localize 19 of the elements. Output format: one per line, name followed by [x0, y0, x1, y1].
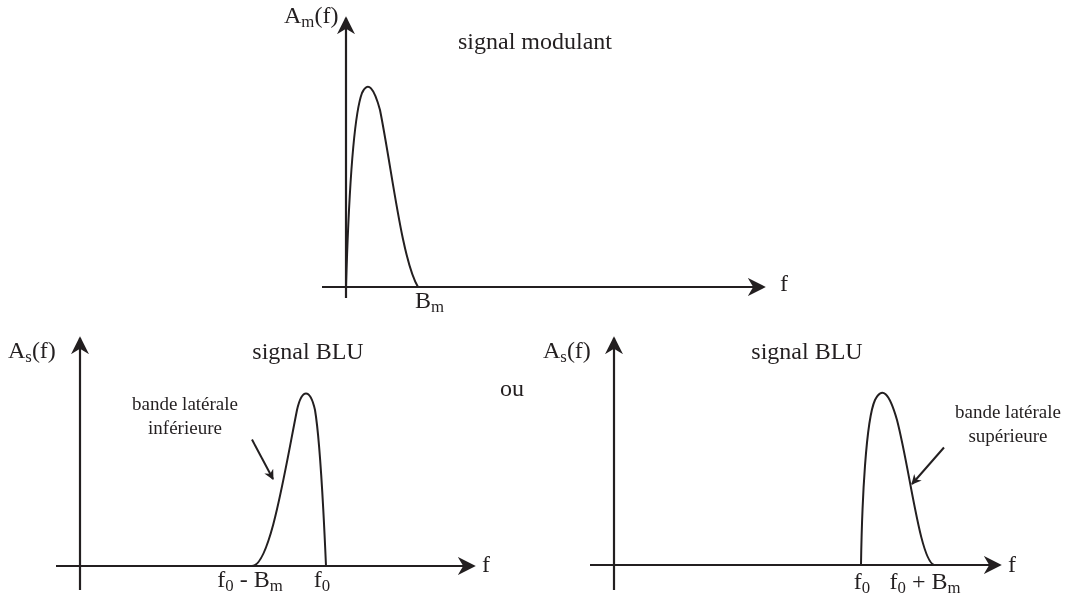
axis-label: f$_{0}$ - B$_{m}$	[217, 566, 283, 594]
axis-label: f	[1008, 551, 1016, 579]
callout-text: bande latérale supérieure	[944, 400, 1072, 448]
axis-label: f	[482, 551, 490, 579]
axis-label: f$_{0}$ + B$_{m}$	[889, 568, 961, 596]
leader-arrow	[911, 446, 945, 485]
axis-label: signal BLU	[751, 338, 863, 366]
axis-label: f$_{0}$	[853, 568, 871, 596]
axis-label: signal modulant	[458, 28, 612, 56]
axis-label: f$_{0}$	[313, 566, 331, 594]
axis-label: ou	[500, 375, 524, 403]
axis-label: f	[780, 270, 788, 298]
axis-label: A$_{m}$(f)	[284, 2, 339, 30]
leader-arrow	[251, 438, 274, 480]
axis-label: signal BLU	[252, 338, 364, 366]
axis-label: B$_{m}$	[415, 287, 445, 315]
axis-label: A$_{s}$(f)	[8, 337, 56, 365]
axis-label: A$_{s}$(f)	[543, 337, 591, 365]
callout-text: bande latérale inférieure	[118, 392, 252, 440]
